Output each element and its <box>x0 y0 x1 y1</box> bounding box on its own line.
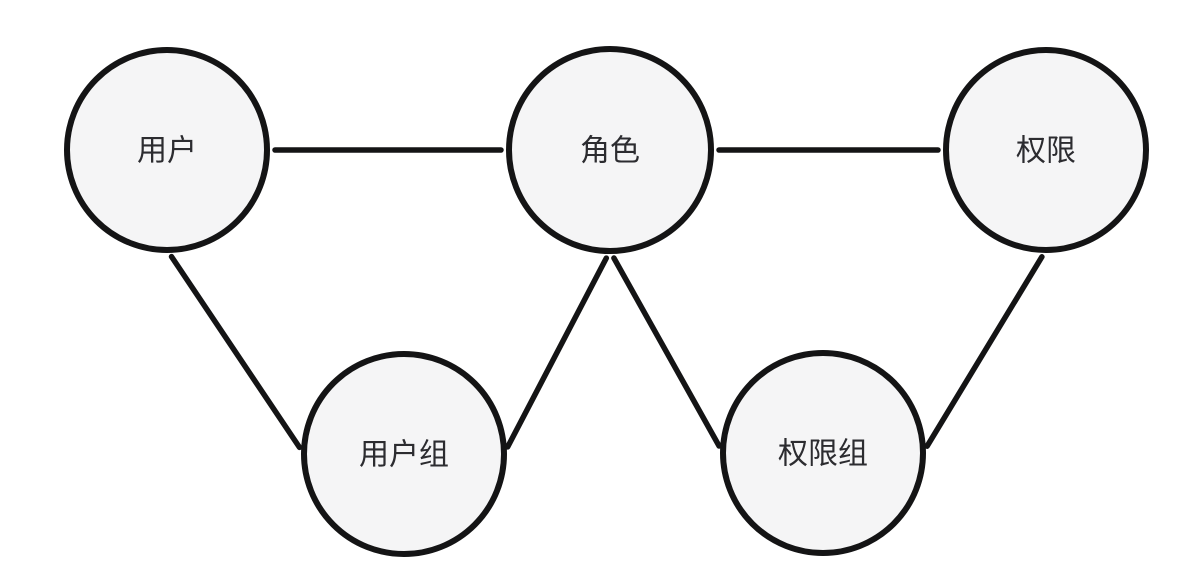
node-role-circle <box>506 46 714 254</box>
node-user-circle <box>64 47 270 253</box>
node-user-group-circle <box>301 351 507 557</box>
edge-permission-group-permission <box>924 254 1045 449</box>
node-permission-group-circle <box>720 350 926 556</box>
edge-role-permission-group <box>611 255 722 449</box>
node-permission: 权限 <box>943 47 1149 253</box>
edge-user-user-group <box>168 253 303 451</box>
edge-user-group-role <box>504 255 610 450</box>
node-permission-group-label: 权限组 <box>778 438 868 471</box>
node-permission-circle <box>943 47 1149 253</box>
node-user-label: 用户 <box>137 135 197 168</box>
node-role-label: 角色 <box>580 135 640 168</box>
node-permission-label: 权限 <box>1016 135 1076 168</box>
node-user-group: 用户组 <box>301 351 507 557</box>
node-permission-group: 权限组 <box>720 350 926 556</box>
node-user-group-label: 用户组 <box>359 439 449 472</box>
node-user: 用户 <box>64 47 270 253</box>
node-role: 角色 <box>506 46 714 254</box>
